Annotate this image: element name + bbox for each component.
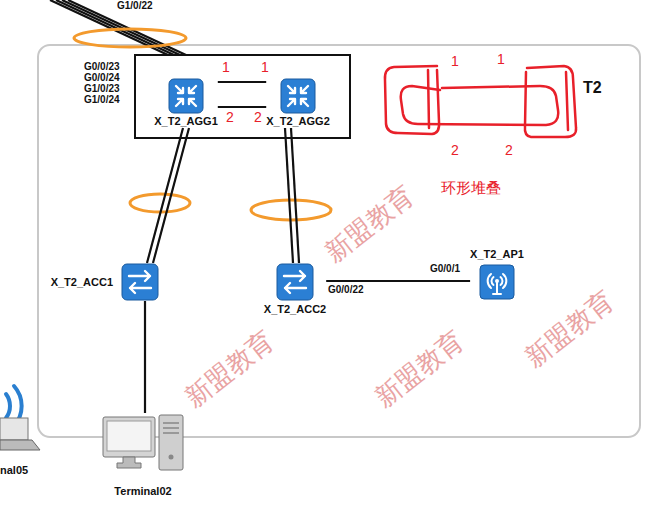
graphic-part [301, 86, 308, 93]
graphic-part [525, 66, 576, 137]
graphic-part [117, 457, 141, 468]
core-switch-icon [280, 78, 316, 114]
stack-box [135, 55, 350, 138]
graphic-part [480, 265, 514, 299]
graphic-part [68, 0, 186, 55]
graphic-part [189, 99, 196, 106]
port-label: G0/0/1 [430, 263, 460, 275]
graphic-part [0, 418, 28, 440]
link-number: 2 [505, 142, 513, 158]
graphic-part [103, 417, 155, 457]
graphic-part [107, 421, 151, 451]
device-name: X_T2_AGG1 [154, 115, 218, 128]
access-switch: X_T2_ACC1 [51, 263, 159, 301]
watermark: 新盟教育 [370, 326, 470, 414]
watermark: 新盟教育 [320, 181, 420, 269]
graphic-part [169, 79, 203, 113]
link-bundle-ring [74, 29, 186, 47]
link-number: 1 [222, 59, 230, 75]
access-point-icon [479, 264, 515, 300]
graphic-part [288, 99, 295, 106]
aggregation-switch: X_T2_AGG1 [154, 78, 218, 128]
graphic-part [129, 271, 151, 293]
port-label: G0/0/23 [84, 61, 120, 73]
graphic-part [130, 283, 151, 293]
device-name: nal05 [0, 464, 28, 477]
graphic-part [428, 70, 429, 128]
core-switch-icon [168, 78, 204, 114]
terminal-pc: Terminal02 [101, 413, 185, 498]
port-label: G0/0/24 [84, 72, 120, 84]
watermark: 新盟教育 [520, 286, 620, 374]
pc-icon [101, 413, 185, 473]
graphic-part [0, 440, 40, 450]
link-number: 1 [261, 59, 269, 75]
aggregation-switch: X_T2_AGG2 [266, 78, 330, 128]
graphic-part [122, 264, 158, 300]
access-switch-icon [121, 263, 159, 301]
graphic-part [285, 283, 306, 293]
laptop-icon [0, 378, 42, 458]
network-link [218, 81, 266, 83]
access-switch-icon [276, 263, 314, 301]
port-label: G1/0/24 [84, 94, 120, 106]
graphic-part [501, 277, 503, 285]
stack-name: T2 [583, 79, 602, 97]
graphic-part [284, 271, 305, 281]
graphic-part [492, 277, 494, 285]
ring-stack-sketch [385, 66, 576, 137]
graphic-part [176, 86, 196, 106]
graphic-part [277, 264, 313, 300]
link-number: 1 [497, 51, 505, 67]
graphic-part [163, 423, 179, 433]
network-link [291, 128, 299, 263]
link-number: 2 [451, 142, 459, 158]
link-number: 2 [226, 109, 234, 125]
graphic-part [169, 455, 174, 460]
link-number: 1 [451, 53, 459, 69]
uplink-wires [50, 0, 186, 55]
graphic-part [176, 86, 183, 93]
device-name: Terminal02 [114, 485, 171, 498]
link-bundle-ring [130, 194, 190, 212]
access-point: X_T2_AP1 [470, 248, 524, 300]
graphic-part [284, 271, 306, 293]
graphic-part [566, 72, 568, 130]
wireless-terminal: nal05 [0, 378, 42, 477]
graphic-part [129, 271, 150, 281]
graphic-part [288, 86, 308, 106]
graphic-part [176, 99, 183, 106]
graphic-part [488, 274, 507, 294]
network-link [147, 128, 183, 263]
graphic-part [288, 86, 295, 93]
device-name: X_T2_AGG2 [266, 115, 330, 128]
graphic-part [189, 86, 196, 93]
port-label: G0/0/22 [328, 284, 364, 296]
graphic-part [495, 279, 499, 283]
access-switch: X_T2_ACC2 [264, 263, 326, 316]
device-name: X_T2_ACC1 [51, 276, 113, 289]
annotation: 环形堆叠 [441, 179, 501, 196]
graphic-part [488, 274, 491, 288]
graphic-part [503, 274, 506, 288]
port-label: G1/0/22 [117, 0, 153, 12]
link-number: 2 [254, 109, 262, 125]
graphic-part [401, 86, 559, 125]
network-link [153, 128, 189, 263]
graphic-part [301, 99, 308, 106]
network-link [144, 301, 146, 413]
port-label: G1/0/23 [84, 83, 120, 95]
graphic-part [159, 415, 183, 470]
site-region [38, 45, 640, 437]
device-name: X_T2_ACC2 [264, 303, 326, 316]
network-link [218, 106, 266, 108]
watermark: 新盟教育 [180, 326, 280, 414]
graphic-part [6, 394, 10, 418]
device-name: X_T2_AP1 [470, 248, 524, 261]
network-link [326, 280, 470, 282]
graphic-part [281, 79, 315, 113]
